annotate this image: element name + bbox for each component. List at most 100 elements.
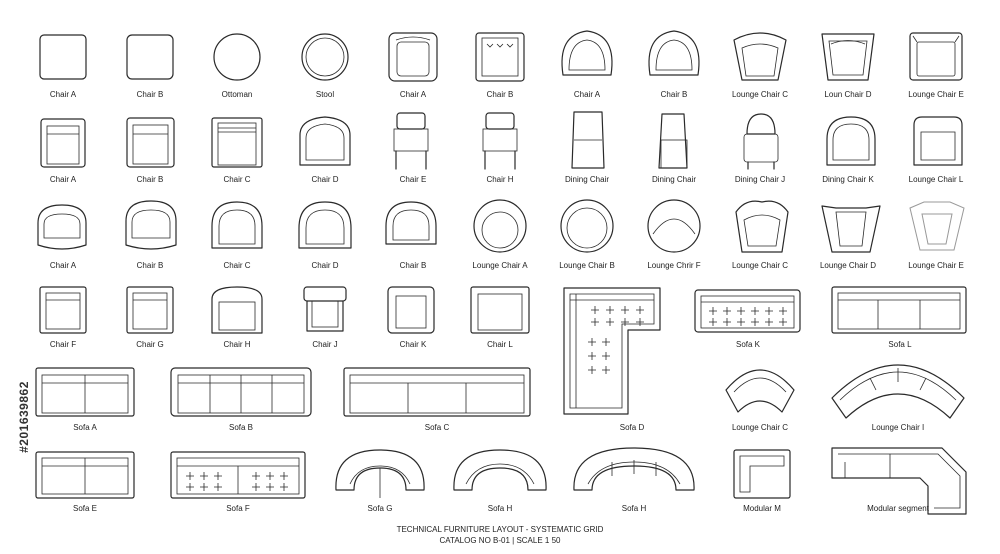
label-chair-b-4: Chair B bbox=[137, 175, 164, 184]
chair-d-row2 bbox=[299, 116, 351, 166]
stool-symbol bbox=[301, 33, 349, 81]
lounge-chair-e-row3 bbox=[909, 201, 965, 251]
chair-b-armchair bbox=[475, 32, 525, 82]
label-chair-h-2: Chair H bbox=[223, 340, 250, 349]
label-sofa-c: Sofa C bbox=[425, 423, 450, 432]
label-chair-c-2: Chair C bbox=[223, 261, 250, 270]
label-lounge-chair-c-1: Lounge Chair C bbox=[732, 90, 788, 99]
label-chair-c-1: Chair C bbox=[223, 175, 250, 184]
chair-k-row4 bbox=[387, 286, 435, 334]
footer-line-2: CATALOG NO B-01 | SCALE 1 50 bbox=[440, 536, 561, 545]
label-ottoman: Ottoman bbox=[222, 90, 253, 99]
chair-b-row3b bbox=[385, 201, 437, 245]
chair-h-row2 bbox=[482, 112, 518, 170]
sofa-d-l-shape bbox=[563, 287, 661, 415]
lounge-chair-i-curved bbox=[831, 364, 965, 419]
modular-m bbox=[733, 449, 791, 499]
label-stool: Stool bbox=[316, 90, 334, 99]
lounge-chair-c-top bbox=[733, 32, 787, 81]
label-dining-chair-1: Dining Chair bbox=[565, 175, 609, 184]
label-chair-b-2: Chair B bbox=[487, 90, 514, 99]
chair-c-row3 bbox=[211, 201, 263, 249]
label-chair-j: Chair J bbox=[312, 340, 337, 349]
label-chair-k: Chair K bbox=[400, 340, 427, 349]
chair-a-armchair bbox=[388, 32, 438, 82]
chair-a-round bbox=[561, 30, 613, 76]
label-chair-a-1: Chair A bbox=[50, 90, 77, 99]
label-lounge-chair-c-2: Lounge Chair C bbox=[732, 261, 788, 270]
label-lounge-chair-l: Lounge Chair L bbox=[909, 175, 964, 184]
modular-segment bbox=[831, 447, 967, 515]
label-dining-chair-k: Dining Chair K bbox=[822, 175, 874, 184]
sofa-h-curved-2 bbox=[573, 447, 695, 491]
label-sofa-g: Sofa G bbox=[368, 504, 393, 513]
label-sofa-h-2: Sofa H bbox=[622, 504, 647, 513]
dining-chair-1 bbox=[571, 111, 605, 169]
dining-chair-k bbox=[826, 116, 876, 166]
footer-line-1: TECHNICAL FURNITURE LAYOUT - SYSTEMATIC … bbox=[397, 525, 604, 534]
lounge-chair-e-top bbox=[909, 32, 963, 81]
lounge-chair-d-top bbox=[821, 33, 875, 81]
lounge-chair-a-row3 bbox=[473, 199, 527, 253]
chair-h-row4 bbox=[211, 286, 263, 334]
label-chair-l: Chair L bbox=[487, 340, 513, 349]
label-lounge-chair-i: Lounge Chair I bbox=[872, 423, 924, 432]
label-chair-f: Chair F bbox=[50, 340, 76, 349]
label-loun-chair-d: Loun Chair D bbox=[824, 90, 871, 99]
ottoman-symbol bbox=[213, 33, 261, 81]
chair-c-row2 bbox=[211, 117, 263, 168]
chair-e-row2 bbox=[393, 112, 429, 170]
label-chair-d-2: Chair D bbox=[311, 261, 338, 270]
label-chair-a-3: Chair A bbox=[574, 90, 601, 99]
lounge-chair-f-row3 bbox=[647, 199, 701, 253]
chair-a-square bbox=[39, 34, 87, 80]
sofa-e bbox=[35, 451, 135, 499]
label-dining-chair-j: Dining Chair J bbox=[735, 175, 785, 184]
chair-b-square bbox=[126, 34, 174, 80]
chair-b-row2 bbox=[126, 117, 175, 168]
sofa-k bbox=[694, 289, 801, 333]
label-chair-b-5: Chair B bbox=[137, 261, 164, 270]
chair-b-round bbox=[648, 30, 700, 76]
label-lounge-chair-d: Lounge Chair D bbox=[820, 261, 876, 270]
chair-j-row4 bbox=[303, 286, 347, 332]
label-chair-g: Chair G bbox=[136, 340, 164, 349]
sofa-f bbox=[170, 451, 306, 499]
label-lounge-chair-b: Lounge Chair B bbox=[559, 261, 615, 270]
label-sofa-b: Sofa B bbox=[229, 423, 253, 432]
sofa-g-curved bbox=[335, 449, 425, 498]
chair-d-row3 bbox=[298, 201, 352, 249]
label-modular-m: Modular M bbox=[743, 504, 781, 513]
label-chair-a-4: Chair A bbox=[50, 175, 77, 184]
label-chair-a-5: Chair A bbox=[50, 261, 77, 270]
label-lounge-chair-e-1: Lounge Chair E bbox=[908, 90, 964, 99]
sofa-l bbox=[831, 286, 967, 334]
label-sofa-k: Sofa K bbox=[736, 340, 761, 349]
label-chair-b-1: Chair B bbox=[137, 90, 164, 99]
lounge-chair-l-row2 bbox=[913, 116, 963, 166]
chair-f-row4 bbox=[39, 286, 87, 334]
chair-l-row4 bbox=[470, 286, 530, 334]
label-chair-b-3: Chair B bbox=[661, 90, 688, 99]
sofa-h-curved-1 bbox=[453, 449, 547, 491]
label-sofa-d: Sofa D bbox=[620, 423, 645, 432]
chair-g-row4 bbox=[126, 286, 174, 334]
chair-a-row3 bbox=[37, 204, 87, 250]
label-lounge-chair-c-3: Lounge Chair C bbox=[732, 423, 788, 432]
label-chair-a-2: Chair A bbox=[400, 90, 427, 99]
label-sofa-l: Sofa L bbox=[888, 340, 912, 349]
label-lounge-chair-e-2: Lounge Chair E bbox=[908, 261, 964, 270]
sofa-a bbox=[35, 367, 135, 417]
label-chair-e: Chair E bbox=[400, 175, 427, 184]
label-lounge-chair-a: Lounge Chair A bbox=[472, 261, 528, 270]
label-sofa-h-1: Sofa H bbox=[488, 504, 513, 513]
chair-b-row3 bbox=[125, 200, 177, 250]
lounge-chair-d-row3 bbox=[821, 205, 881, 253]
lounge-chair-c-row3 bbox=[735, 200, 789, 253]
sofa-c bbox=[343, 367, 531, 417]
label-chair-d-1: Chair D bbox=[311, 175, 338, 184]
lounge-chair-c-curved bbox=[725, 369, 795, 413]
label-chair-b-6: Chair B bbox=[400, 261, 427, 270]
chair-a-row2 bbox=[40, 118, 86, 168]
